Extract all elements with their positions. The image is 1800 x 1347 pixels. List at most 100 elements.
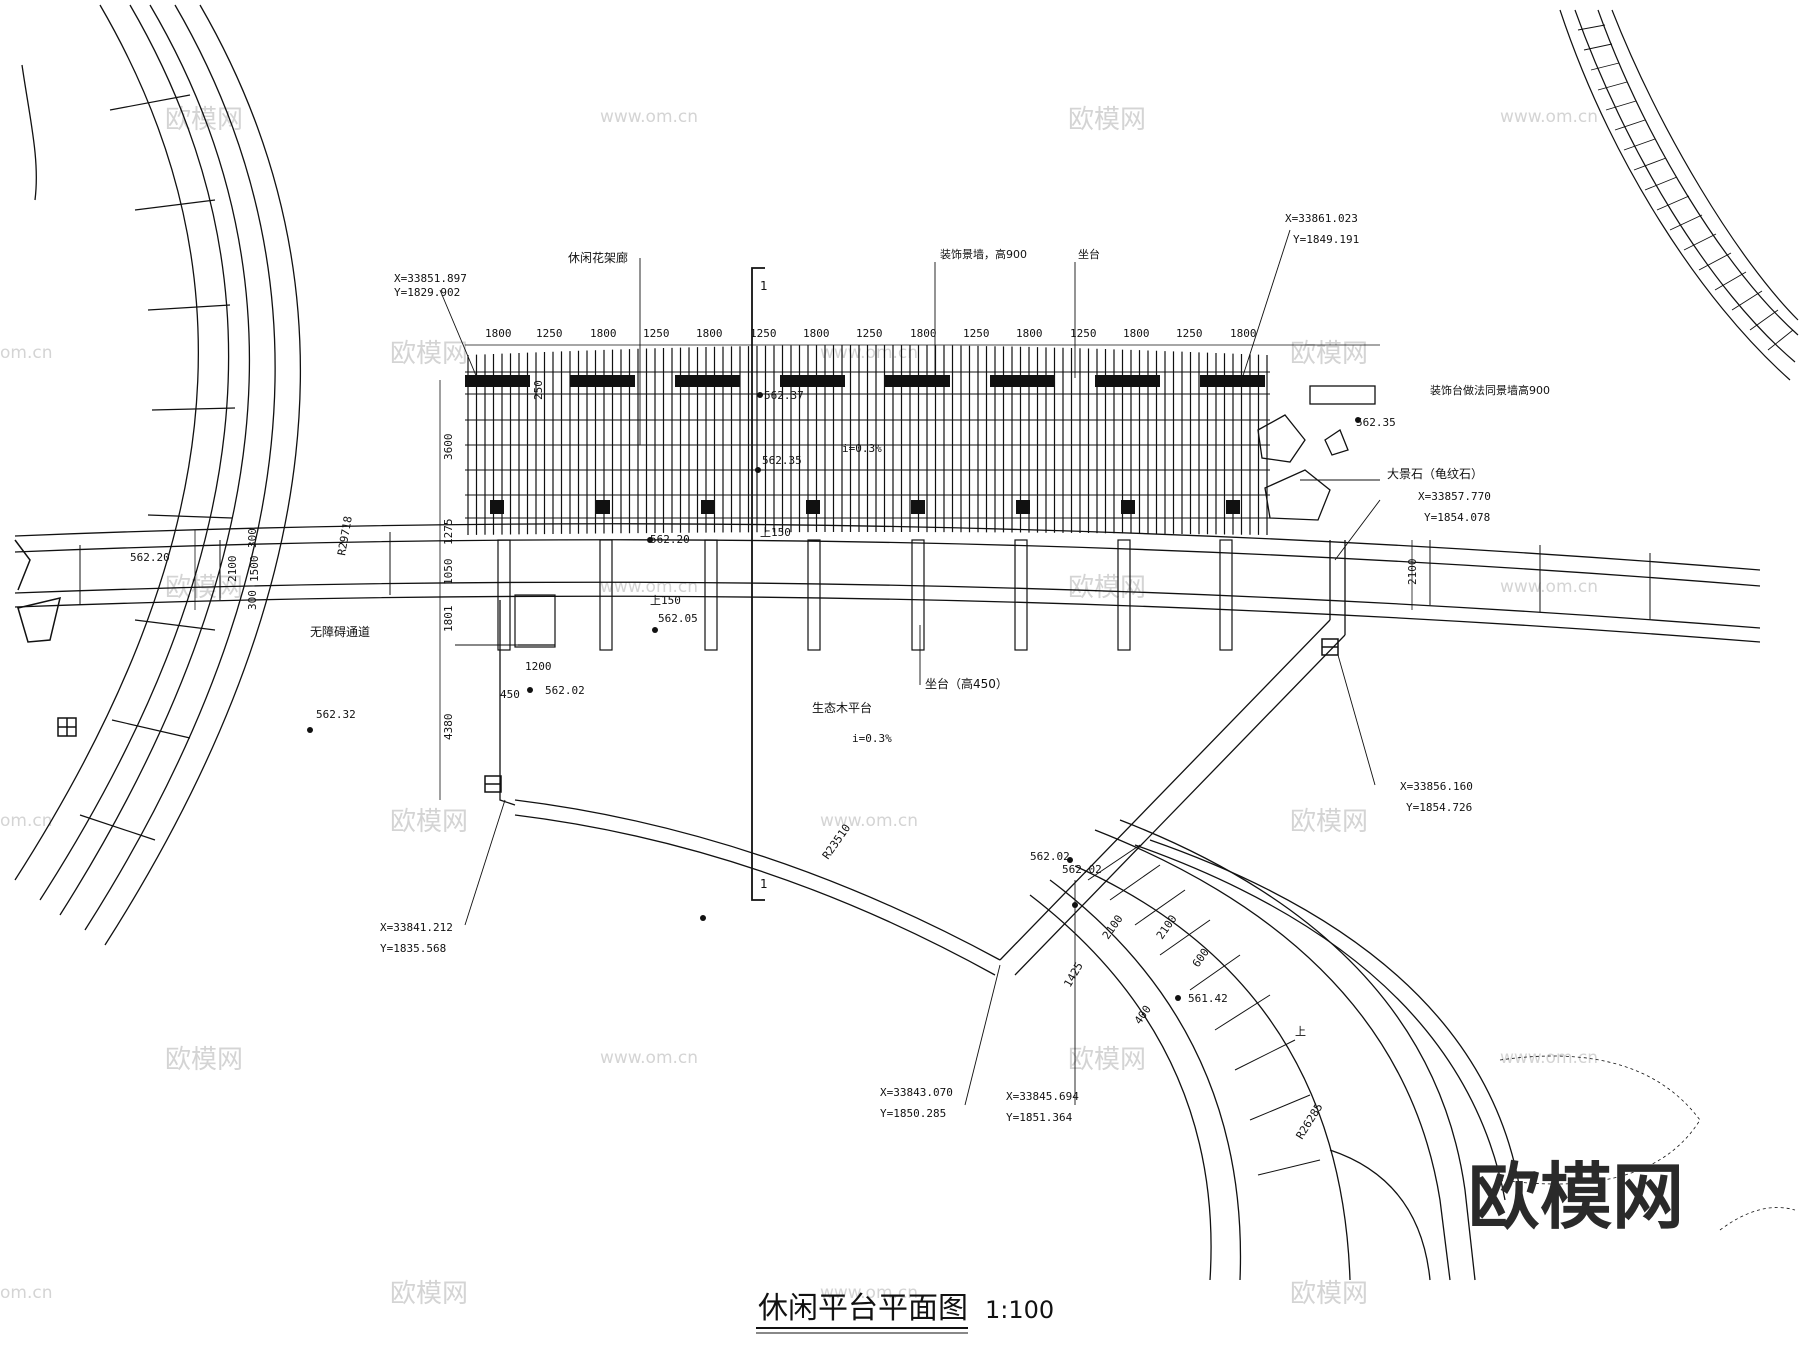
watermark-text: 欧模网 <box>165 1045 243 1075</box>
dimension-value: 1250 <box>856 327 883 340</box>
elevation-value: 561.42 <box>1188 992 1228 1005</box>
dimension-value: 1250 <box>643 327 670 340</box>
watermark-url: om.cn <box>0 1283 53 1303</box>
dimension-value: 2100 <box>1406 559 1419 586</box>
dimension-value: 450 <box>500 688 520 701</box>
dimension-value: 2100 <box>1100 913 1126 942</box>
coord-y: Y=1829.902 <box>394 286 460 299</box>
elevation-value: 562.20 <box>130 551 170 564</box>
top-right-arc-ticks <box>1577 24 1794 351</box>
elevation-value: 562.05 <box>658 612 698 625</box>
dimension-value: 1800 <box>803 327 830 340</box>
label-accessible-path: 无障碍通道 <box>310 624 370 639</box>
top-right-arc-path <box>1559 9 1799 381</box>
watermark-url: www.om.cn <box>600 1048 698 1068</box>
elevation-labels: 562.37 562.35 562.35 562.20 562.20 562.0… <box>130 389 1396 1005</box>
dimension-value: 1250 <box>1176 327 1203 340</box>
coord-x: X=33861.023 <box>1285 212 1358 225</box>
dimension-value: 1250 <box>536 327 563 340</box>
dimension-value: 2100 <box>226 556 239 583</box>
watermark-url: www.om.cn <box>1500 1048 1598 1068</box>
watermark-text: 欧模网 <box>1068 105 1146 135</box>
elevation-value: 562.02 <box>1030 850 1070 863</box>
left-arc-path <box>14 4 301 946</box>
dimension-value: 1425 <box>1061 960 1086 989</box>
elevation-value: 562.02 <box>1062 863 1102 876</box>
elevation-value: 562.32 <box>316 708 356 721</box>
dimension-lines <box>194 344 1413 800</box>
radius-value: R29718 <box>335 515 355 556</box>
dimension-value: 1800 <box>485 327 512 340</box>
watermark-text: 欧模网 <box>1290 807 1368 837</box>
coord-x: X=33841.212 <box>380 921 453 934</box>
watermark-text: 欧模网 <box>390 807 468 837</box>
label-boulder: 大景石（龟纹石） <box>1387 467 1483 481</box>
coord-y: Y=1835.568 <box>380 942 446 955</box>
dimension-value: 1800 <box>910 327 937 340</box>
accessible-ramp <box>514 594 556 648</box>
dimension-value: 2100 <box>1154 913 1180 942</box>
label-feature-wall: 装饰景墙，高900 <box>940 247 1027 261</box>
leader-lines <box>439 229 1381 1106</box>
label-slope: i=0.3% <box>842 442 882 455</box>
watermark-url: om.cn <box>0 811 53 831</box>
dimension-value: 1250 <box>750 327 777 340</box>
coord-x: X=33857.770 <box>1418 490 1491 503</box>
lower-path-ties <box>1087 844 1321 1176</box>
dimension-value: 1800 <box>1230 327 1257 340</box>
dimension-value: 1801 <box>442 606 455 633</box>
section-mark-bottom: 1 <box>760 877 768 891</box>
coord-x: X=33856.160 <box>1400 780 1473 793</box>
left-markers <box>14 539 1339 793</box>
label-step-up: 上150 <box>650 594 681 607</box>
coord-y: Y=1851.364 <box>1006 1111 1073 1124</box>
bottom-right-contours <box>1499 1055 1796 1231</box>
watermark-url: om.cn <box>0 343 53 363</box>
coord-y: Y=1849.191 <box>1293 233 1359 246</box>
drawing-title: 休闲平台平面图 1:100 <box>756 1291 1054 1334</box>
dimension-value: 4380 <box>442 714 455 741</box>
dimension-value: 1200 <box>525 660 552 673</box>
dimension-value: 1250 <box>1070 327 1097 340</box>
pergola-columns <box>490 500 1240 514</box>
watermark-text: 欧模网 <box>165 105 243 135</box>
title-text: 休闲平台平面图 <box>758 1291 968 1326</box>
coord-x: X=33843.070 <box>880 1086 953 1099</box>
dimension-value: 1800 <box>696 327 723 340</box>
radius-value: R26285 <box>1294 1101 1326 1142</box>
watermark-text: 欧模网 <box>1068 573 1146 603</box>
scale-text: 1:100 <box>985 1296 1054 1324</box>
coord-y: Y=1854.078 <box>1424 511 1490 524</box>
dimension-value: 1050 <box>442 559 455 586</box>
watermark-text: 欧模网 <box>1290 339 1368 369</box>
label-slope: i=0.3% <box>852 732 892 745</box>
label-decor-platform: 装饰台做法同景墙高900 <box>1430 383 1550 397</box>
wood-deck-outline <box>499 540 1346 976</box>
pergola-beam-blocks <box>465 375 1265 387</box>
watermark-url: www.om.cn <box>600 107 698 127</box>
dimension-value: 1800 <box>1016 327 1043 340</box>
elevation-value: 562.35 <box>762 454 802 467</box>
main-walkway <box>14 523 1761 643</box>
coordinate-labels: X=33851.897 Y=1829.902 X=33861.023 Y=184… <box>380 212 1491 1124</box>
left-arc-ties <box>79 94 236 841</box>
label-step-up: 上 <box>1295 1025 1306 1038</box>
label-seat-450: 坐台（高450） <box>925 676 1008 691</box>
watermark-url: www.om.cn <box>1500 107 1598 127</box>
walkway-joints <box>79 532 1651 620</box>
elevation-points <box>307 392 1361 1001</box>
elevation-value: 562.20 <box>650 533 690 546</box>
watermark-url: www.om.cn <box>1500 577 1598 597</box>
elevation-value: 562.37 <box>764 389 804 402</box>
lower-right-arc-path <box>1029 819 1521 1281</box>
site-logo: 欧模网 <box>1468 1155 1684 1239</box>
watermark-url: www.om.cn <box>820 343 918 363</box>
coord-x: X=33845.694 <box>1006 1090 1079 1103</box>
dimension-value: 250 <box>532 380 545 400</box>
left-dimension-labels: 3600 1275 1050 1801 4380 <box>442 434 455 741</box>
dimension-value: 1275 <box>442 519 455 546</box>
watermark-text: 欧模网 <box>1290 1279 1368 1309</box>
seat-benches <box>497 539 1233 651</box>
elevation-value: 562.35 <box>1356 416 1396 429</box>
